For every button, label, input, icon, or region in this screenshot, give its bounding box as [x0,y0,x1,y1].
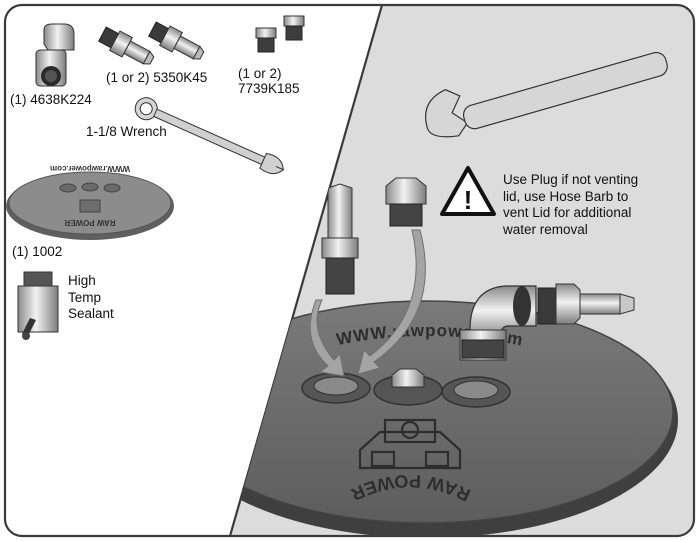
elbow-fitting-icon [36,24,74,86]
lid-part-label: (1) 1002 [12,244,62,260]
pipe-plug-icon [386,178,426,226]
elbow-part-label: (1) 4638K224 [10,92,92,108]
lid-icon: WWW.rawpower.com [174,301,678,538]
svg-text:!: ! [464,185,473,215]
instruction-line: Use Plug if not venting [503,172,678,189]
plug-part-label-line2: 7739K185 [238,81,300,97]
pipe-plug-icon [256,16,304,52]
sealant-label: High Temp Sealant [68,273,114,323]
sealant-label-line: Temp [68,290,114,307]
hose-barb-icon [97,19,207,70]
barb-part-label: (1 or 2) 5350K45 [106,70,207,86]
sealant-label-line: Sealant [68,306,114,323]
lid-icon: WWW.rawpower.com RAW POWER [6,164,174,240]
sealant-bottle-icon [18,272,58,340]
instruction-line: water removal [503,222,678,239]
wrench-label: 1-1/8 Wrench [86,124,167,140]
instruction-note: Use Plug if not venting lid, use Hose Ba… [503,172,678,238]
sealant-label-line: High [68,273,114,290]
svg-text:RAW POWER: RAW POWER [64,218,115,227]
instruction-line: lid, use Hose Barb to [503,189,678,206]
svg-text:WWW.rawpower.com: WWW.rawpower.com [50,164,130,173]
instruction-line: vent Lid for additional [503,205,678,222]
plug-part-label-line1: (1 or 2) [238,66,282,82]
